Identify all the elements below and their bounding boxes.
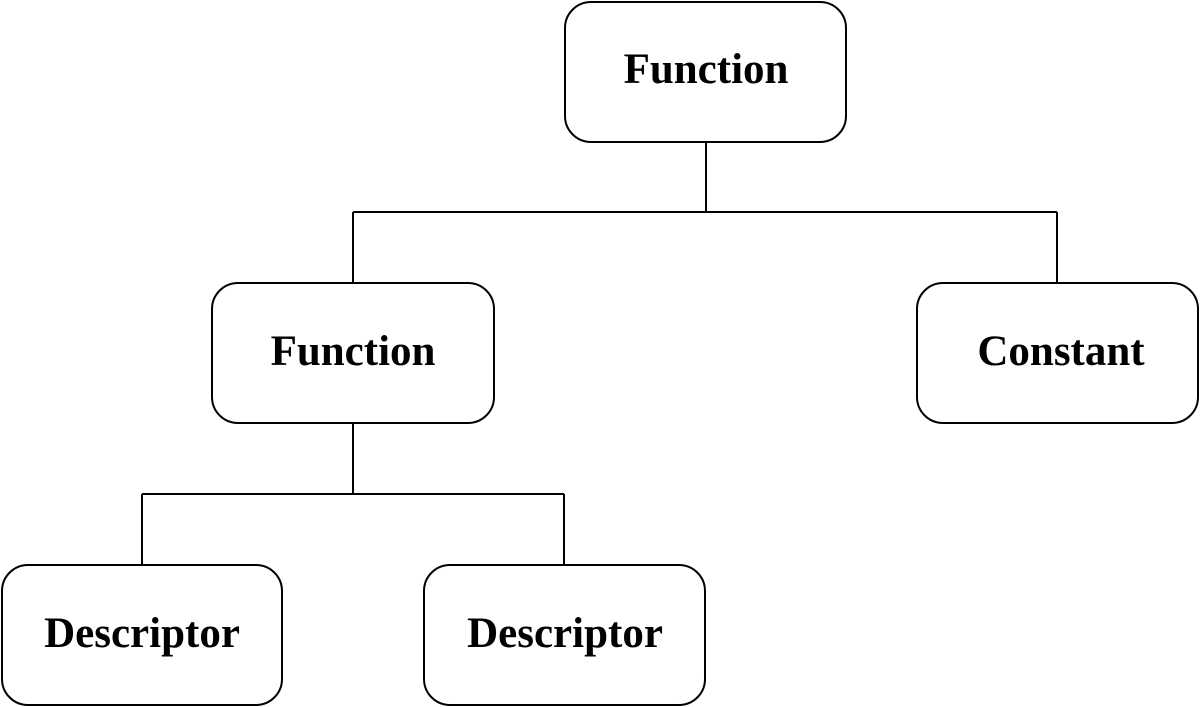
node-label: Function xyxy=(624,46,789,93)
node-box xyxy=(211,282,495,424)
node-descriptor-1: Descriptor xyxy=(1,564,283,706)
node-function: Function xyxy=(211,282,495,424)
connector-root-to-level1 xyxy=(352,142,1058,283)
node-root-function: Function xyxy=(564,1,847,143)
node-box xyxy=(423,564,706,706)
connectors xyxy=(141,142,1058,565)
connector-function-to-descriptors xyxy=(141,423,565,565)
node-label: Function xyxy=(271,328,436,375)
node-box xyxy=(1,564,283,706)
node-box xyxy=(564,1,847,143)
node-descriptor-2: Descriptor xyxy=(423,564,706,706)
node-box xyxy=(916,282,1199,424)
node-label: Descriptor xyxy=(44,610,240,657)
node-label: Descriptor xyxy=(467,610,663,657)
node-constant: Constant xyxy=(916,282,1199,424)
node-label: Constant xyxy=(977,328,1145,375)
